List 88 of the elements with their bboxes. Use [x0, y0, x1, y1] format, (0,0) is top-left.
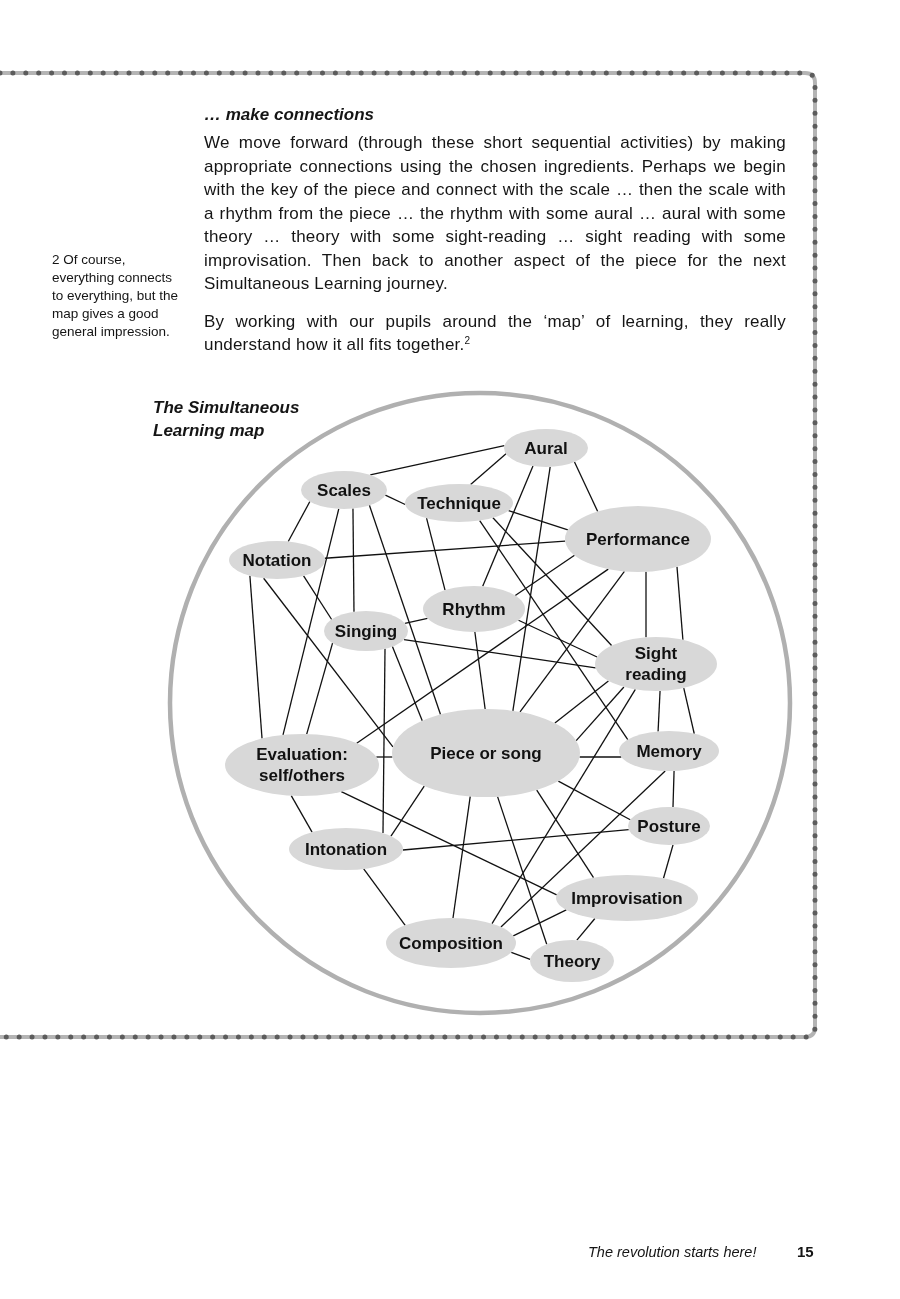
connector-line [496, 796, 548, 945]
section-heading: … make connections [204, 104, 376, 126]
topic-ellipse [386, 918, 516, 968]
topic-label: Aural [524, 437, 568, 459]
connector-line [683, 687, 695, 735]
topic-ellipse [423, 586, 525, 632]
connector-line [390, 785, 425, 837]
connector-line [384, 494, 406, 506]
connector-line [514, 554, 576, 597]
connector-line [470, 453, 507, 486]
connector-line [403, 638, 597, 669]
connector-line [263, 577, 394, 748]
topic-label: Singing [334, 620, 398, 642]
topic-ellipse [392, 709, 580, 797]
topic-label: Performance [586, 528, 690, 550]
connector-line [356, 568, 609, 744]
connector-line [302, 575, 333, 621]
connector-line [557, 780, 631, 821]
connector-line [369, 444, 505, 476]
topic-label: Notation [242, 549, 312, 571]
page-number: 15 [797, 1243, 815, 1261]
connector-line [404, 617, 429, 625]
topic-ellipse [405, 484, 513, 522]
connector-line [507, 509, 569, 531]
topic-label: Posture [637, 815, 701, 837]
connector-line [672, 770, 675, 808]
connector-line [578, 756, 622, 758]
connector-line [676, 566, 684, 641]
connector-line [402, 829, 630, 851]
connector-line [363, 868, 406, 926]
connector-line [368, 504, 442, 716]
topic-ellipse [324, 611, 408, 651]
connector-line [657, 690, 661, 733]
connector-line [500, 770, 666, 928]
topic-ellipse [504, 429, 588, 467]
connector-line [575, 686, 625, 742]
topic-ellipse [229, 541, 325, 579]
topic-label: Memory [636, 740, 702, 762]
body-paragraph: We move forward (through these short sequential activities) by making appropriate connections using the chosen ingredients. Perhaps we begin with the key of the piece and connect with the scale … then the scale with a rhythm from the piece … the rhythm with some aural … aural with some theory … theory with some sight-reading … sight reading with some improvisation. Then back to another aspect of the piece for the next Simultaneous Learning journey. [204, 132, 786, 295]
connector-line [517, 619, 598, 658]
running-footer: The revolution starts here! [588, 1243, 788, 1261]
connector-line [382, 648, 386, 834]
connector-line [375, 756, 394, 758]
connector-line [290, 795, 313, 833]
connector-line [287, 500, 311, 543]
connector-line [249, 575, 263, 740]
connector-line [510, 951, 531, 960]
topic-ellipse [530, 940, 614, 982]
topic-label: Sight reading [624, 643, 688, 685]
connector-line [492, 517, 613, 647]
topic-ellipse [225, 734, 379, 796]
map-title: The Simultaneous Learning map [153, 397, 301, 442]
topic-label: Intonation [304, 838, 388, 860]
topic-label: Improvisation [571, 887, 683, 909]
topic-label: Technique [417, 492, 501, 514]
topic-label: Rhythm [442, 598, 506, 620]
connector-line [306, 642, 334, 735]
connector-line [576, 917, 596, 941]
topic-label: Scales [317, 479, 371, 501]
topic-label: Evaluation: self/others [255, 744, 349, 786]
topic-label: Piece or song [430, 742, 542, 764]
connector-line [482, 465, 534, 587]
connector-line [391, 645, 423, 722]
connector-line [282, 508, 340, 736]
connector-line [662, 844, 674, 879]
side-note: 2 Of course, everything connects to everything, but the map gives a good general impression. [52, 251, 180, 341]
topic-ellipse [595, 637, 717, 691]
topic-ellipse [628, 807, 710, 845]
connector-line [479, 519, 629, 741]
connector-line [554, 680, 610, 724]
body-paragraph: By working with our pupils around the ‘map’ of learning, they really understand how it all fits together.$^{2}$ [204, 310, 786, 356]
connector-line [491, 688, 636, 925]
connector-line [519, 570, 626, 713]
connector-line [512, 466, 551, 712]
connector-line [352, 507, 355, 613]
connector-line [512, 909, 567, 937]
connector-line [536, 789, 595, 879]
connector-line [645, 571, 647, 638]
topic-label: Composition [399, 932, 503, 954]
connector-line [573, 461, 599, 513]
connector-line [324, 540, 566, 559]
connector-line [474, 631, 486, 710]
topic-ellipse [556, 875, 698, 921]
topic-ellipse [301, 471, 387, 509]
connector-line [340, 791, 558, 896]
topic-label: Theory [543, 950, 601, 972]
connector-line [452, 795, 471, 919]
connector-line [425, 517, 446, 591]
